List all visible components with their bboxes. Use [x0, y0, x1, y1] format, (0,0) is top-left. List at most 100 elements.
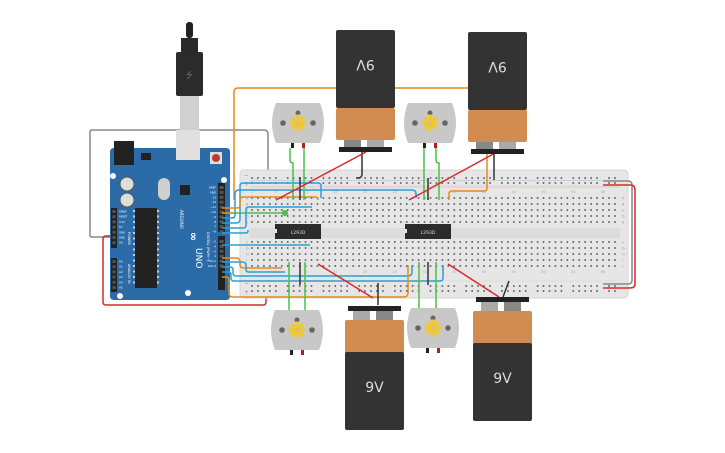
breadboard-hole[interactable]	[477, 215, 479, 217]
breadboard-hole[interactable]	[411, 203, 414, 205]
rail-hole[interactable]	[483, 285, 485, 287]
breadboard-hole[interactable]	[286, 247, 289, 249]
breadboard-hole[interactable]	[280, 253, 283, 255]
rail-hole[interactable]	[554, 182, 557, 184]
breadboard-hole[interactable]	[501, 203, 503, 205]
breadboard-hole[interactable]	[417, 259, 420, 261]
breadboard-hole[interactable]	[477, 203, 479, 205]
breadboard-hole[interactable]	[590, 247, 592, 249]
breadboard-hole[interactable]	[269, 215, 271, 217]
rail-hole[interactable]	[292, 290, 295, 292]
breadboard-hole[interactable]	[602, 241, 604, 243]
breadboard-hole[interactable]	[578, 259, 581, 261]
breadboard-hole[interactable]	[251, 221, 253, 223]
breadboard-hole[interactable]	[459, 203, 462, 205]
rail-hole[interactable]	[298, 285, 301, 287]
breadboard-hole[interactable]	[304, 215, 307, 217]
breadboard-hole[interactable]	[388, 247, 390, 249]
breadboard-hole[interactable]	[435, 253, 438, 255]
wire-green-motor2-b[interactable]	[435, 148, 440, 200]
breadboard-hole[interactable]	[501, 259, 503, 261]
rail-hole[interactable]	[286, 290, 289, 292]
breadboard-hole[interactable]	[441, 247, 444, 249]
rail-hole[interactable]	[251, 290, 253, 292]
breadboard-hole[interactable]	[257, 215, 259, 217]
rail-hole[interactable]	[328, 285, 331, 287]
breadboard-hole[interactable]	[596, 259, 598, 261]
rail-hole[interactable]	[453, 177, 456, 179]
breadboard-hole[interactable]	[584, 215, 586, 217]
breadboard-hole[interactable]	[364, 241, 366, 243]
rail-hole[interactable]	[257, 177, 259, 179]
breadboard-hole[interactable]	[447, 221, 450, 223]
breadboard-hole[interactable]	[495, 241, 497, 243]
wire-red-5v[interactable]	[102, 235, 267, 306]
breadboard-hole[interactable]	[417, 253, 420, 255]
rail-hole[interactable]	[251, 285, 253, 287]
breadboard-hole[interactable]	[548, 265, 551, 267]
wire-red-battery-4[interactable]	[447, 263, 500, 298]
rail-hole[interactable]	[376, 285, 378, 287]
breadboard-hole[interactable]	[572, 197, 575, 199]
breadboard-hole[interactable]	[394, 259, 396, 261]
breadboard-hole[interactable]	[364, 259, 366, 261]
rail-hole[interactable]	[590, 285, 592, 287]
breadboard-hole[interactable]	[334, 241, 337, 243]
header-pin[interactable]	[112, 260, 116, 263]
header-pin[interactable]	[112, 220, 116, 224]
rail-hole[interactable]	[584, 290, 586, 292]
breadboard-hole[interactable]	[560, 247, 563, 249]
rail-hole[interactable]	[304, 177, 307, 179]
rail-hole[interactable]	[405, 177, 408, 179]
breadboard-hole[interactable]	[280, 241, 283, 243]
breadboard-hole[interactable]	[536, 221, 539, 223]
breadboard-hole[interactable]	[376, 241, 378, 243]
breadboard-hole[interactable]	[423, 241, 426, 243]
breadboard-hole[interactable]	[566, 215, 569, 217]
wire-red-battery-1[interactable]	[275, 151, 367, 201]
breadboard-hole[interactable]	[554, 253, 557, 255]
breadboard-hole[interactable]	[251, 259, 253, 261]
breadboard-hole[interactable]	[465, 215, 467, 217]
breadboard-hole[interactable]	[435, 215, 438, 217]
wire-blue-8[interactable]	[222, 265, 444, 282]
rail-hole[interactable]	[560, 177, 563, 179]
breadboard-hole[interactable]	[286, 215, 289, 217]
breadboard-hole[interactable]	[441, 221, 444, 223]
breadboard-hole[interactable]	[257, 203, 259, 205]
rail-hole[interactable]	[578, 182, 581, 184]
breadboard-hole[interactable]	[465, 259, 467, 261]
breadboard-hole[interactable]	[441, 203, 444, 205]
breadboard-hole[interactable]	[483, 221, 485, 223]
breadboard-hole[interactable]	[459, 215, 462, 217]
breadboard-hole[interactable]	[578, 197, 581, 199]
breadboard-hole[interactable]	[310, 265, 313, 267]
breadboard-hole[interactable]	[423, 203, 426, 205]
breadboard-hole[interactable]	[602, 215, 604, 217]
rail-hole[interactable]	[263, 177, 265, 179]
breadboard-hole[interactable]	[370, 259, 372, 261]
breadboard-hole[interactable]	[340, 197, 343, 199]
breadboard-hole[interactable]	[334, 197, 337, 199]
breadboard-hole[interactable]	[292, 253, 295, 255]
breadboard-hole[interactable]	[358, 265, 360, 267]
breadboard-hole[interactable]	[275, 253, 277, 255]
breadboard-hole[interactable]	[530, 197, 533, 199]
motor-terminal-positive[interactable]	[434, 143, 437, 148]
rail-hole[interactable]	[560, 182, 563, 184]
breadboard-hole[interactable]	[275, 221, 277, 223]
rail-hole[interactable]	[340, 290, 343, 292]
rail-hole[interactable]	[269, 285, 271, 287]
rail-hole[interactable]	[471, 182, 473, 184]
breadboard-hole[interactable]	[394, 209, 396, 211]
rail-hole[interactable]	[554, 285, 557, 287]
breadboard-hole[interactable]	[405, 253, 408, 255]
breadboard-hole[interactable]	[322, 221, 325, 223]
breadboard-hole[interactable]	[483, 203, 485, 205]
breadboard-hole[interactable]	[322, 241, 325, 243]
header-pin[interactable]	[112, 215, 116, 219]
rail-hole[interactable]	[405, 290, 408, 292]
breadboard-hole[interactable]	[328, 221, 331, 223]
battery-9v[interactable]: 9V	[345, 306, 404, 430]
breadboard-hole[interactable]	[382, 221, 384, 223]
